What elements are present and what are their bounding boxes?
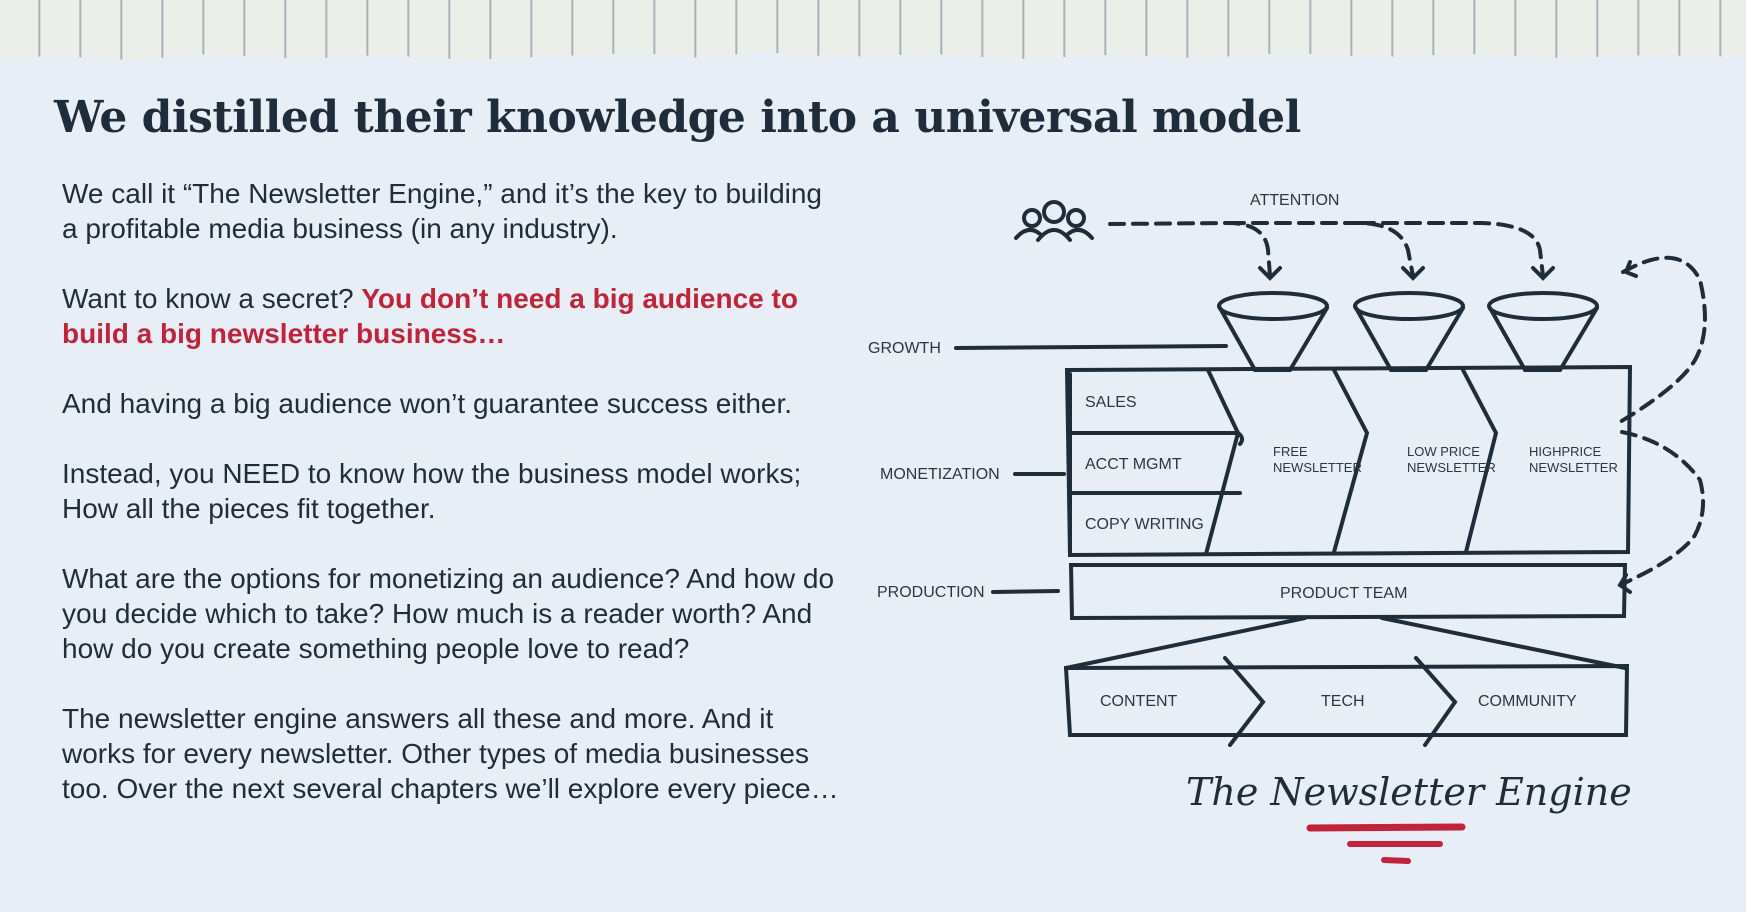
attention-label: ATTENTION [1250,192,1339,209]
attention-arrows [1108,220,1707,587]
engine-underline [1306,823,1466,864]
page-title: We distilled their knowledge into a univ… [54,92,1301,143]
paragraph-secret: Want to know a secret? You don’t need a … [62,281,842,351]
production-label: PRODUCTION [877,584,985,601]
role-sales: SALES [1085,394,1137,411]
audience-icon [1014,200,1094,242]
pillar-tech: TECH [1321,693,1365,710]
secret-highlight: You don’t need a big audience to build a… [62,283,798,349]
role-acct-mgmt: ACCT MGMT [1085,456,1182,473]
role-copy-writing: COPY WRITING [1085,516,1204,533]
funnel-low [1353,291,1465,372]
paragraph-audience: And having a big audience won’t guarante… [62,388,793,419]
body-text: We call it “The Newsletter Engine,” and … [62,176,842,841]
product-low-line2: NEWSLETTER [1407,460,1496,475]
funnel-free [1217,291,1329,372]
paragraph-intro: We call it “The Newsletter Engine,” and … [62,178,823,244]
funnel-high [1487,291,1599,372]
product-low-line1: LOW PRICE [1407,444,1480,459]
product-high-line2: NEWSLETTER [1529,460,1618,475]
product-high-line1: HIGHPRICE [1529,444,1602,459]
paragraph-questions: What are the options for monetizing an a… [62,563,835,664]
paragraph-conclusion: The newsletter engine answers all these … [62,703,839,804]
growth-label: GROWTH [868,340,941,357]
pillar-community: COMMUNITY [1478,693,1577,710]
monetization-label: MONETIZATION [880,466,1000,483]
torn-paper-edge [0,52,1746,78]
paragraph-business-model: Instead, you NEED to know how the busine… [62,458,802,524]
secret-lead: Want to know a secret? [62,283,362,314]
product-team-label: PRODUCT TEAM [1280,585,1407,602]
product-free-line1: FREE [1273,444,1308,459]
pillar-content: CONTENT [1100,693,1178,710]
product-free-line2: NEWSLETTER [1273,460,1362,475]
newsletter-engine-diagram: ATTENTION GROWTH MONETIZATION PRODUCTION… [868,192,1707,747]
engine-name: The Newsletter Engine [1186,770,1632,814]
